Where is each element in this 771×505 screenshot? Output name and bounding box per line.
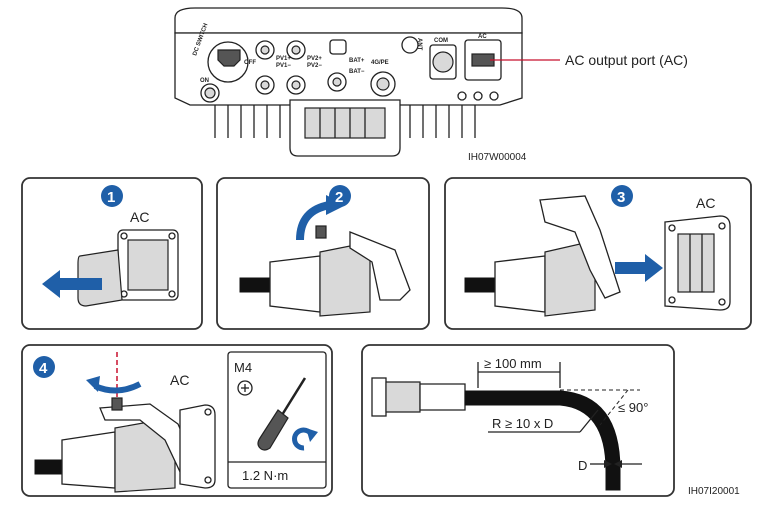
label-pv2p: PV2+	[307, 56, 322, 62]
svg-text:3: 3	[617, 189, 625, 206]
screwdriver-icon	[257, 377, 307, 451]
step-2-badge: 2	[329, 185, 351, 207]
label-ant: ANT	[416, 38, 422, 51]
bend-radius: R ≥ 10 x D	[492, 416, 553, 431]
label-ac-port: AC	[478, 34, 487, 40]
label-batm: BAT−	[349, 69, 365, 75]
step-1-label: AC	[130, 209, 149, 225]
step-4-badge: 4	[33, 356, 55, 378]
step-4-label: AC	[170, 372, 189, 388]
inverter-bottom-view: DC SWITCH OFF ON PV1+ PV1− PV2+ PV2− BAT…	[174, 7, 523, 157]
label-off: OFF	[244, 60, 256, 66]
step-3-label: AC	[696, 195, 715, 211]
bend-radius-panel: ≥ 100 mm ≤ 90° R ≥ 10 x D D	[361, 344, 675, 497]
bend-angle: ≤ 90°	[618, 400, 648, 415]
bend-length: ≥ 100 mm	[484, 356, 542, 371]
label-pe: 4G/PE	[371, 60, 389, 66]
step-1-panel: AC	[21, 177, 203, 330]
tool-torque: 1.2 N·m	[242, 468, 288, 483]
figure-id-bottom: IH07I20001	[688, 486, 740, 497]
label-on: ON	[200, 78, 209, 84]
step-4-panel: AC M4 1.2 N·m	[21, 344, 333, 497]
step-3-panel: AC	[444, 177, 752, 330]
tool-size: M4	[234, 360, 252, 375]
label-pv1m: PV1−	[276, 63, 291, 69]
tool-inset: M4 1.2 N·m	[227, 351, 327, 489]
svg-text:2: 2	[335, 189, 343, 206]
rotate-clockwise-icon	[292, 427, 318, 451]
step-2-panel	[216, 177, 430, 330]
bent-cable	[464, 390, 621, 491]
label-pv1p: PV1+	[276, 56, 291, 62]
svg-text:4: 4	[39, 360, 48, 377]
callout-ac-output: AC output port (AC)	[565, 52, 688, 68]
svg-text:1: 1	[107, 189, 115, 206]
label-pv2m: PV2−	[307, 63, 322, 69]
figure-id-top: IH07W00004	[468, 152, 527, 163]
step-3-badge: 3	[611, 185, 633, 207]
label-batp: BAT+	[349, 58, 365, 64]
step-1-badge: 1	[101, 185, 123, 207]
label-com: COM	[434, 38, 448, 44]
bend-diameter: D	[578, 458, 587, 473]
